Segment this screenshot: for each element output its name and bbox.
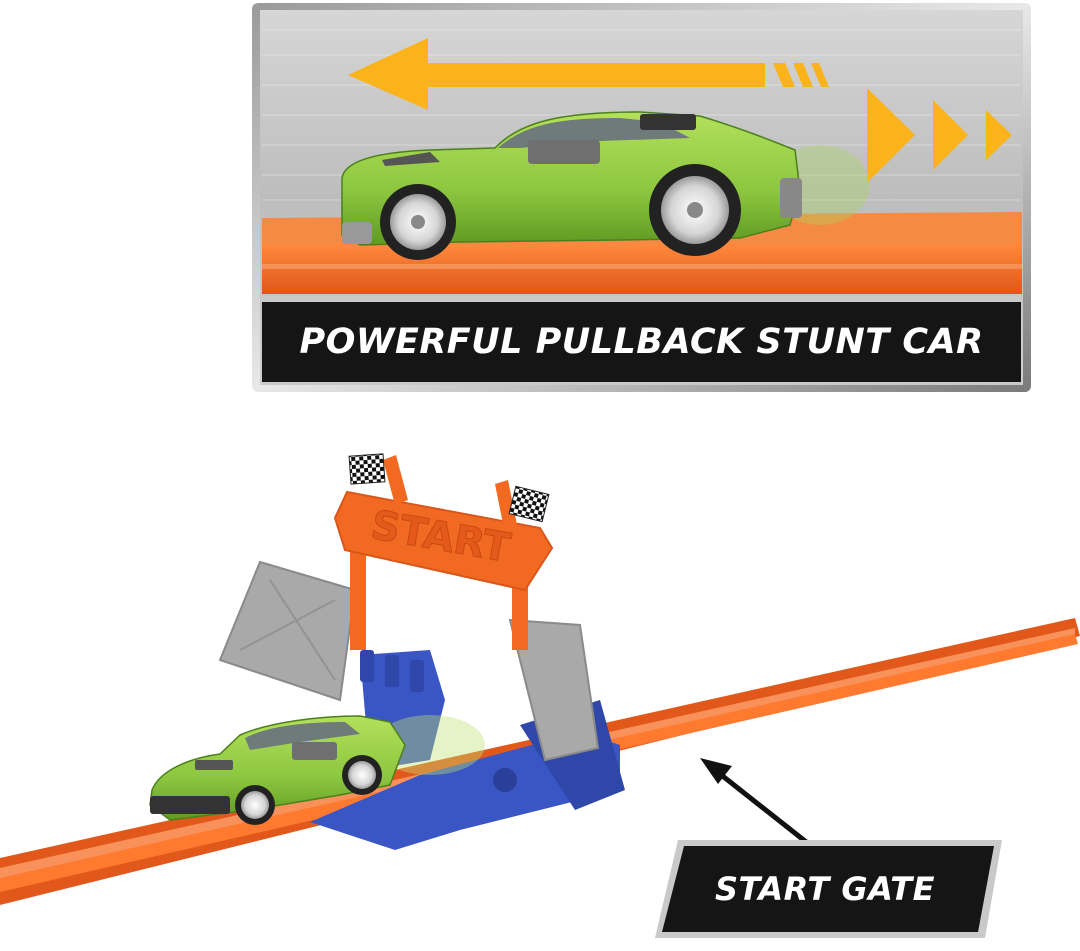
feature-caption: POWERFUL PULLBACK STUNT CAR: [299, 322, 984, 362]
car-wheel-front: [380, 184, 456, 260]
car-wheel-rear: [649, 164, 741, 256]
checkered-flag-left-icon: [348, 453, 386, 485]
pullback-arrow-icon: [348, 38, 829, 110]
start-gate-label: START GATE: [715, 870, 935, 908]
feature-panel: [252, 3, 1031, 392]
start-gate-callout: [655, 840, 1002, 938]
start-arch: START: [333, 455, 554, 650]
speed-chevrons-icon: [867, 88, 1012, 183]
callout-arrow-icon: [700, 758, 812, 847]
stunt-car-track: [149, 715, 485, 825]
stunt-car-hero: [341, 111, 870, 260]
gate-doors: [218, 560, 600, 762]
checkered-flag-right-icon: [508, 485, 550, 523]
